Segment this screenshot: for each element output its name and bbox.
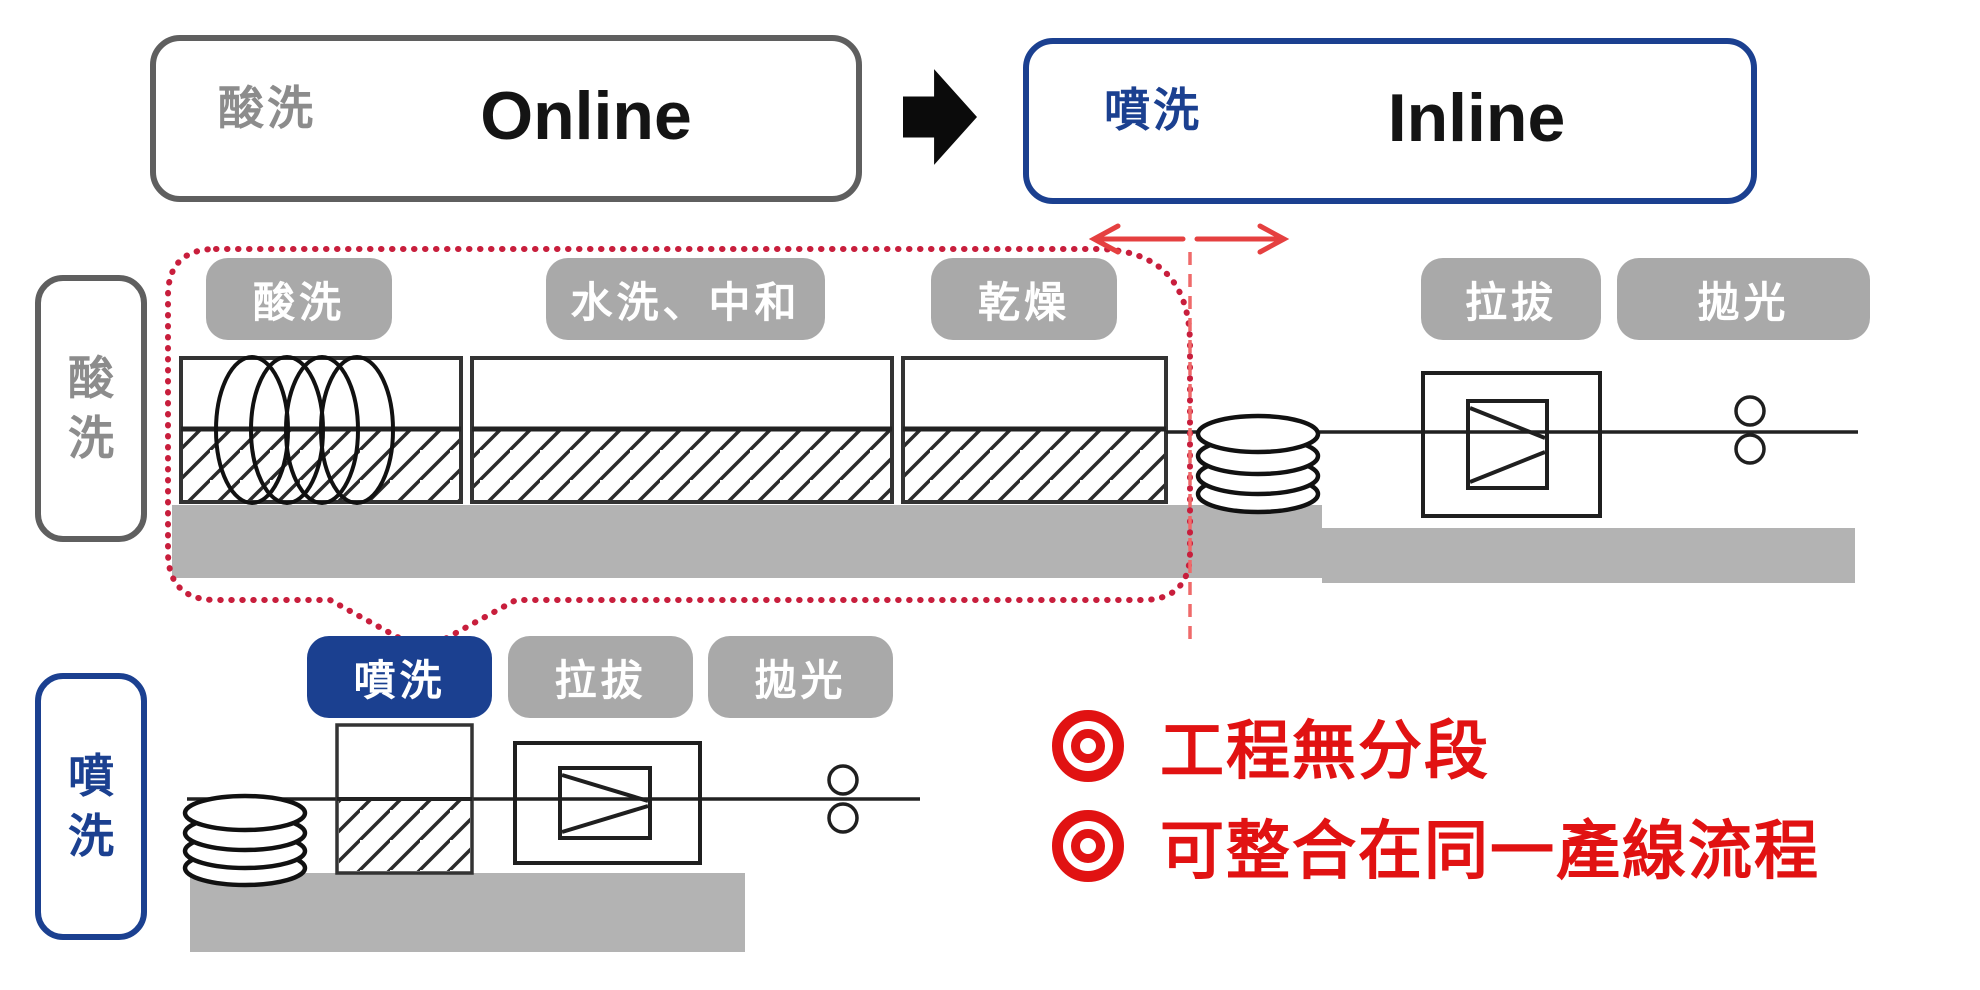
stage-badge-pickling: 酸洗 <box>206 258 392 340</box>
drying-tank-icon <box>901 356 1168 504</box>
split-arrows-icon <box>1088 223 1290 255</box>
stage-badge-drying: 乾燥 <box>931 258 1117 340</box>
stage-badge-polishing-online: 拋光 <box>1617 258 1870 340</box>
polishing-rollers-icon <box>1734 395 1766 465</box>
polishing-rollers-icon-bottom <box>827 764 859 834</box>
pickling-tank-icon <box>179 356 463 504</box>
wire-coil-icon-bottom <box>182 793 308 888</box>
stage-badge-drawing-online: 拉拔 <box>1421 258 1601 340</box>
rinse-neutralize-tank-icon <box>470 356 894 504</box>
drawing-die-icon-bottom <box>513 741 702 865</box>
after-process-titlebox: 噴洗 Inline <box>1023 38 1757 204</box>
stage-badge-drawing-inline: 拉拔 <box>508 636 693 718</box>
before-process-name: Online <box>480 77 692 154</box>
spray-tank-icon <box>335 723 474 875</box>
after-process-tag: 噴洗 <box>1104 84 1202 136</box>
before-process-tag: 酸洗 <box>218 81 316 134</box>
stage-badge-rinse-neutralize: 水洗、中和 <box>546 258 825 340</box>
double-circle-bullet-icon <box>1052 810 1124 882</box>
before-process-titlebox: 酸洗 Online <box>150 35 862 202</box>
red-dotted-outline <box>165 246 1193 655</box>
after-process-name: Inline <box>1387 80 1566 156</box>
wire-coil-icon <box>1195 413 1321 515</box>
floor-shapes <box>172 505 1855 952</box>
inline-line-side-label: 噴洗 <box>35 673 147 940</box>
online-line-side-label: 酸洗 <box>35 275 147 542</box>
stage-badge-polishing-inline: 拋光 <box>708 636 893 718</box>
wire-coil-in-tank-icon <box>214 355 395 505</box>
stage-badge-spray-wash: 噴洗 <box>307 636 492 718</box>
drawing-die-icon <box>1421 371 1602 518</box>
double-circle-bullet-icon <box>1052 710 1124 782</box>
note-text: 工程無分段 <box>1160 715 1490 787</box>
note-text: 可整合在同一產線流程 <box>1160 815 1820 887</box>
note-item: 可整合在同一產線流程 <box>1052 800 1820 892</box>
note-item: 工程無分段 <box>1052 700 1490 792</box>
